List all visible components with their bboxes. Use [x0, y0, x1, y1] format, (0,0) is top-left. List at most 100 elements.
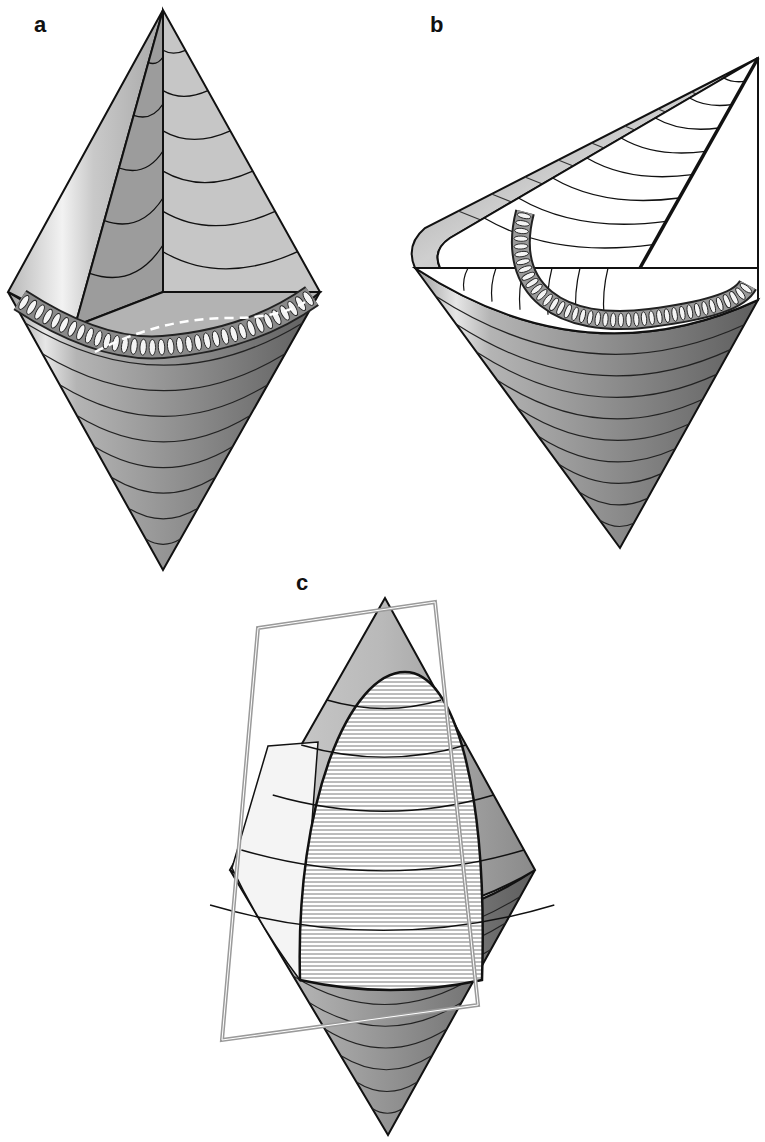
- lower-pyramid: [8, 292, 320, 570]
- palisade-cell: [130, 338, 138, 355]
- palisade-cell: [618, 313, 623, 327]
- palisade-cell: [167, 338, 175, 355]
- growth-line: [477, 352, 717, 397]
- growth-line: [134, 104, 163, 117]
- skin-stripe: [625, 126, 635, 130]
- growth-line: [163, 91, 208, 97]
- growth-line: [559, 464, 662, 483]
- cut-face: [163, 10, 320, 292]
- dashed-line: [95, 302, 305, 352]
- growth-line: [325, 1029, 447, 1048]
- palisade-cell: [228, 325, 239, 342]
- band-guide: [521, 212, 748, 320]
- palisade-cell: [571, 306, 580, 321]
- growth-line: [146, 539, 181, 544]
- palisade-cell: [514, 228, 528, 235]
- growth-line: [129, 508, 198, 519]
- growth-line: [492, 268, 497, 302]
- growth-line: [94, 446, 233, 467]
- palisade-cell: [514, 244, 528, 250]
- palisade-cell: [517, 212, 532, 220]
- cut-face: [75, 10, 163, 326]
- palisade-cell: [708, 299, 717, 314]
- bipyramid-a: [8, 10, 320, 570]
- palisade-cell: [516, 258, 531, 266]
- panel-label: b: [430, 14, 443, 36]
- palisade-cell: [602, 312, 608, 326]
- palisade-cell: [202, 332, 212, 349]
- skin-stripe: [458, 211, 481, 220]
- growth-line: [90, 245, 163, 278]
- growth-line: [484, 218, 653, 248]
- panel-label: c: [296, 572, 308, 594]
- palisade-band: [20, 296, 312, 347]
- growth-line: [464, 268, 469, 291]
- growth-line: [327, 700, 441, 708]
- outer-face: [8, 10, 163, 326]
- bipyramid-b: [412, 58, 758, 548]
- palisade-cell: [663, 308, 670, 323]
- skin-stripe: [492, 194, 512, 202]
- palisade-cell: [237, 323, 248, 340]
- palisade-cell: [626, 313, 632, 327]
- growth-line: [538, 436, 675, 462]
- palisade-cell: [93, 330, 104, 347]
- growth-line: [690, 98, 732, 106]
- growth-line: [309, 1003, 462, 1027]
- growth-line: [111, 477, 215, 493]
- growth-line: [518, 408, 690, 440]
- growth-line: [163, 211, 275, 225]
- growth-line: [104, 198, 163, 224]
- growth-line: [163, 131, 230, 140]
- edge-line: [640, 58, 758, 268]
- palisade-cell: [176, 337, 184, 354]
- palisade-cell: [515, 220, 530, 227]
- growth-lines: [90, 50, 298, 277]
- skin-stripe: [558, 160, 573, 166]
- growth-line: [372, 1109, 403, 1114]
- growth-line: [621, 138, 705, 153]
- palisade-cell: [633, 312, 639, 326]
- palisade-band: [521, 212, 748, 320]
- skin-stripe: [525, 177, 543, 184]
- growth-line: [163, 171, 253, 182]
- growth-line: [210, 905, 554, 930]
- growth-line: [497, 380, 703, 419]
- growth-line: [587, 158, 693, 177]
- palisade-cell: [686, 304, 694, 319]
- palisade-cell: [211, 330, 221, 347]
- growth-line: [655, 118, 718, 129]
- palisade-cell: [701, 301, 709, 316]
- palisade-cell: [586, 310, 594, 325]
- palisade-cell: [220, 328, 230, 345]
- growth-line: [77, 416, 250, 442]
- growth-line: [341, 1056, 433, 1070]
- palisade-cell: [671, 307, 678, 322]
- palisade-cell: [739, 282, 753, 295]
- palisade-band: [521, 212, 748, 320]
- palisade-cells: [17, 290, 316, 355]
- growth-line: [518, 198, 666, 224]
- panel-label: a: [34, 14, 46, 36]
- growth-lines: [90, 57, 163, 278]
- growth-line: [724, 78, 745, 82]
- palisade-cell: [678, 306, 686, 321]
- section-frame: [222, 602, 478, 1040]
- palisade-cell: [610, 313, 616, 327]
- growth-line: [553, 178, 680, 201]
- palisade-cell: [693, 303, 701, 318]
- palisade-cell: [193, 334, 202, 351]
- skin-stripe: [592, 143, 605, 148]
- growth-line: [600, 520, 634, 526]
- palisade-cell: [648, 311, 655, 326]
- palisade-cell: [514, 251, 529, 258]
- palisade-cell: [84, 327, 95, 344]
- equator-line: [415, 267, 758, 269]
- palisade-cell: [594, 311, 601, 326]
- growth-lines: [163, 50, 298, 269]
- palisade-cell: [578, 309, 586, 324]
- growth-line: [60, 385, 268, 417]
- growth-line: [241, 850, 524, 871]
